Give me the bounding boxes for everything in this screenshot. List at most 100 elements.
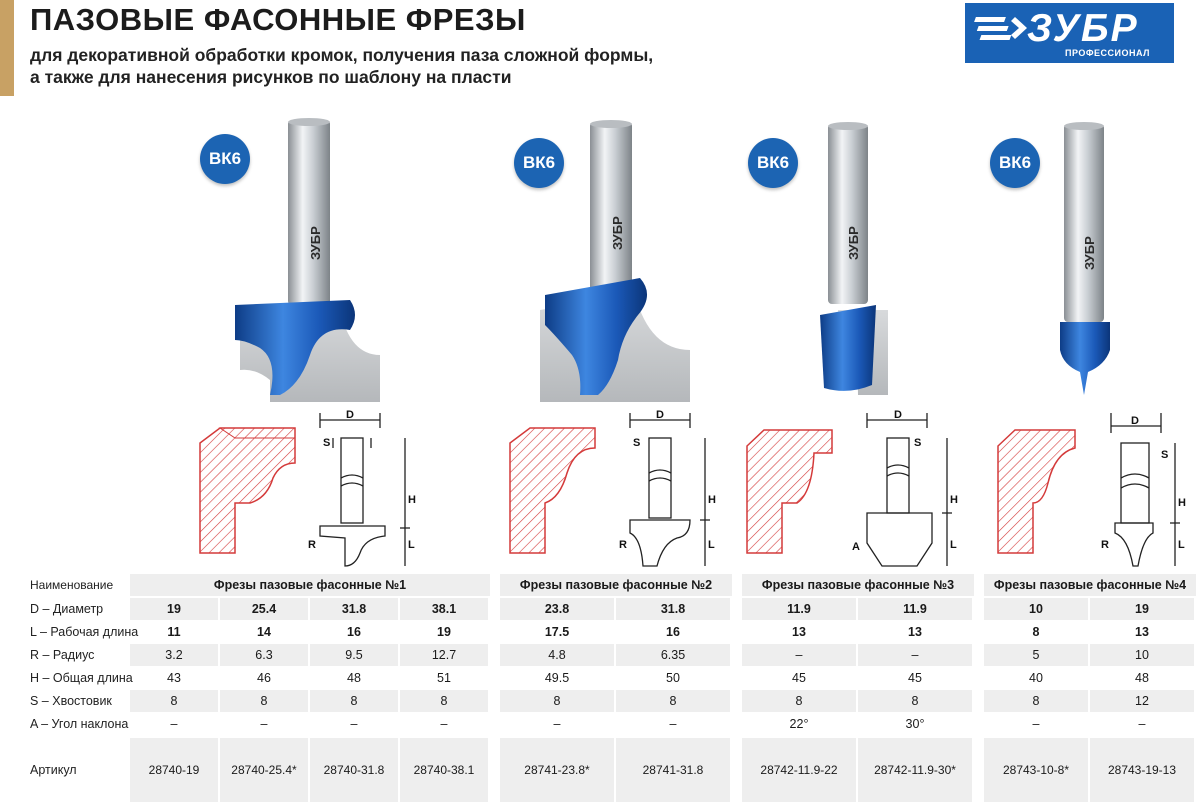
table-cell: 45 [792, 671, 806, 685]
dim-label-l: L [1178, 539, 1185, 551]
table-cell: 16 [347, 625, 361, 639]
table-cell: 6.3 [220, 644, 308, 666]
router-bit-illustration: ЗУБР [820, 122, 888, 395]
table-cell: 3.2 [130, 644, 218, 666]
table-cell: 23.8 [500, 598, 614, 620]
logo-tagline: ПРОФЕССИОНАЛ [1065, 48, 1150, 58]
table-cell: 13 [908, 625, 922, 639]
table-row: A – Угол наклона––––––22°30°–– [30, 713, 1196, 735]
table-cell: – [858, 644, 972, 666]
table-cell: 8 [310, 690, 398, 712]
table-cell: – [553, 717, 561, 731]
profile-section-drawing [199, 427, 296, 554]
page-subtitle: для декоративной обработки кромок, получ… [30, 44, 810, 88]
router-bit-illustration: ЗУБР [540, 120, 690, 402]
table-cell: 8 [1032, 625, 1040, 639]
dim-label-s: S [633, 437, 640, 449]
dim-label-s: S [914, 437, 921, 449]
table-cell: 28740-19 [130, 738, 218, 802]
table-cell: 28740-31.8 [310, 738, 398, 802]
table-cell: 8 [984, 690, 1088, 712]
table-header-row: Наименование Фрезы пазовые фасонные №1 Ф… [30, 574, 1196, 596]
table-cell: 28742-11.9-30* [858, 738, 972, 802]
shank-brand-text: ЗУБР [1082, 236, 1097, 270]
table-cell: 48 [1135, 671, 1149, 685]
product-image-3: ВК6 ЗУБР [748, 110, 898, 402]
table-cell: 8 [616, 690, 730, 712]
carbide-badge: ВК6 [748, 138, 798, 188]
dim-label-s: S [323, 437, 330, 449]
table-cell: 45 [908, 671, 922, 685]
table-cell: 8 [742, 690, 856, 712]
page-title: ПАЗОВЫЕ ФАСОННЫЕ ФРЕЗЫ [30, 2, 526, 37]
router-bit-illustration: ЗУБР [1060, 122, 1110, 395]
carbide-badge: ВК6 [990, 138, 1040, 188]
carbide-badge: ВК6 [200, 134, 250, 184]
group-header-1: Фрезы пазовые фасонные №1 [130, 574, 490, 596]
table-cell: 6.35 [616, 644, 730, 666]
row-label: D – Диаметр [30, 602, 104, 616]
table-cell: 46 [257, 671, 271, 685]
product-image-4: ВК6 ЗУБР [990, 110, 1140, 402]
row-label: L – Рабочая длина [30, 625, 139, 639]
dim-label-r: R [1101, 539, 1109, 551]
table-cell: 10 [1090, 644, 1194, 666]
product-image-2: ВК6 ЗУБР [510, 110, 700, 402]
table-cell: – [170, 717, 178, 731]
table-cell: 38.1 [400, 598, 488, 620]
table-cell: 51 [437, 671, 451, 685]
subtitle-line-1: для декоративной обработки кромок, получ… [30, 45, 654, 65]
table-cell: 8 [400, 690, 488, 712]
accent-bar [0, 0, 14, 96]
table-cell: 12.7 [400, 644, 488, 666]
logo-word: ЗУБР [1027, 7, 1139, 50]
dim-label-d: D [1131, 415, 1139, 427]
row-label: S – Хвостовик [30, 694, 112, 708]
table-cell: 31.8 [616, 598, 730, 620]
group-header-4: Фрезы пазовые фасонные №4 [984, 574, 1196, 596]
table-cell: 11.9 [858, 598, 972, 620]
dim-label-h: H [408, 494, 416, 506]
table-cell: – [260, 717, 268, 731]
product-image-1: ВК6 ЗУБР [200, 110, 400, 402]
table-cell: 16 [666, 625, 680, 639]
logo-stripes-icon [974, 17, 1027, 40]
brand-logo: ЗУБР ПРОФЕССИОНАЛ [965, 3, 1174, 63]
profile-section-drawing [509, 427, 596, 554]
table-cell: 19 [1090, 598, 1194, 620]
dim-label-h: H [950, 494, 958, 506]
table-cell: 49.5 [544, 671, 570, 685]
technical-diagram-2: D S H L R [505, 408, 725, 574]
table-cell: – [742, 644, 856, 666]
shank-brand-text: ЗУБР [610, 216, 625, 250]
dim-label-r: R [619, 539, 627, 551]
table-cell: 5 [984, 644, 1088, 666]
table-cell: 31.8 [310, 598, 398, 620]
table-cell: 13 [1135, 625, 1149, 639]
shank-brand-text: ЗУБР [846, 226, 861, 260]
dim-label-d: D [346, 409, 354, 421]
table-cell: 28743-10-8* [984, 738, 1088, 802]
table-cell: 8 [858, 690, 972, 712]
group-header-2: Фрезы пазовые фасонные №2 [500, 574, 732, 596]
table-cell: 28742-11.9-22 [742, 738, 856, 802]
bit-dimension-drawing [866, 413, 952, 567]
table-cell: 12 [1090, 690, 1194, 712]
table-cell: 48 [347, 671, 361, 685]
subtitle-line-2: а также для нанесения рисунков по шаблон… [30, 67, 512, 87]
table-cell: 14 [257, 625, 271, 639]
shank-brand-text: ЗУБР [308, 226, 323, 260]
row-label: H – Общая длина [30, 671, 133, 685]
profile-section-drawing [746, 429, 833, 554]
table-cell: – [350, 717, 358, 731]
dim-label-r: R [308, 539, 316, 551]
table-cell: 11 [167, 625, 181, 639]
table-cell: 28740-25.4* [220, 738, 308, 802]
table-cell: 9.5 [310, 644, 398, 666]
bit-dimension-drawing [1110, 413, 1180, 567]
table-cell: 30° [905, 717, 925, 731]
table-cell: 19 [130, 598, 218, 620]
table-cell: 22° [789, 717, 809, 731]
table-cell: 11.9 [742, 598, 856, 620]
